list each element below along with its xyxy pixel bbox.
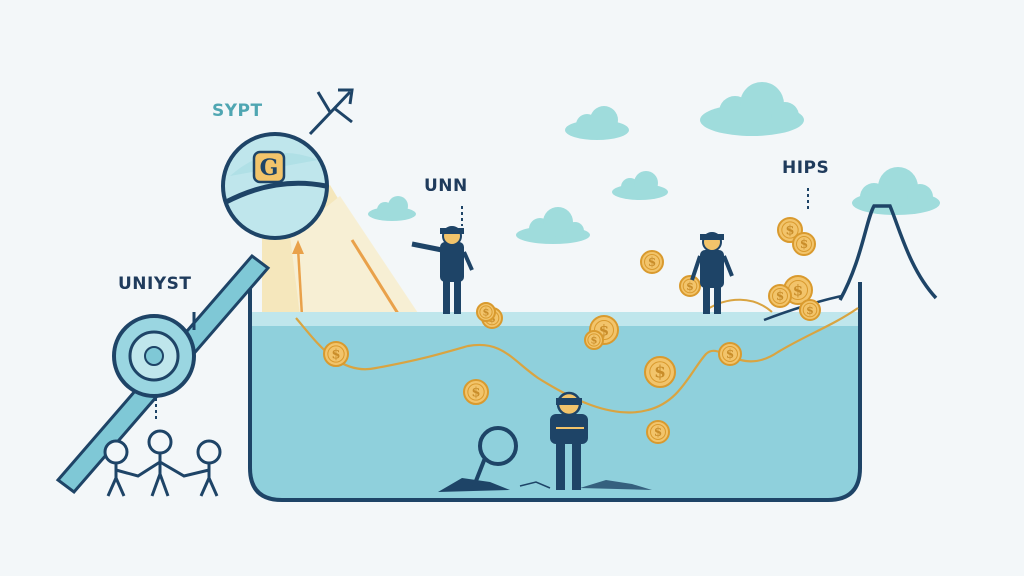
coin-9: $ (679, 275, 701, 297)
person-standing-right (690, 232, 734, 314)
cloud-middle (612, 171, 668, 200)
coin-15: $ (476, 302, 496, 322)
label-unn: UNN (424, 176, 468, 196)
coin-1: $ (323, 341, 349, 367)
cloud-large-top-right (700, 82, 804, 136)
arrow-sprout-icon (308, 88, 354, 136)
coin-7: $ (718, 342, 742, 366)
coin-glyph: $ (654, 425, 662, 439)
coin-glyph: $ (654, 363, 666, 383)
water-tank (248, 282, 862, 502)
coin-trail-branch (705, 298, 773, 313)
coin-glyph: $ (599, 321, 609, 339)
coin-8: $ (640, 250, 664, 274)
cloud-right (852, 167, 940, 215)
magnifier-icon (472, 426, 518, 487)
stick-people-group (103, 429, 222, 497)
label-unyst: UNIYST (118, 274, 192, 294)
coin-glyph: $ (471, 386, 480, 401)
person-with-telescope (411, 226, 474, 314)
coin-glyph: $ (591, 335, 598, 346)
coins: $$$$$$$$$$$$$$$$ (323, 217, 821, 444)
label-sypt: SYPT (212, 101, 263, 121)
coin-11: $ (792, 232, 816, 256)
coin-glyph: $ (331, 348, 340, 363)
pipe-machine (55, 253, 271, 495)
label-hips: HIPS (782, 158, 830, 178)
cloud-center (516, 207, 590, 244)
coin-glyph: $ (785, 224, 794, 239)
cloud-top-middle (565, 106, 629, 140)
coin-glyph: $ (726, 347, 734, 361)
coin-16: $ (584, 330, 604, 350)
cloud-left (368, 196, 416, 221)
coin-glyph: $ (483, 307, 490, 318)
beam-arrow-head (292, 240, 304, 254)
coin-2: $ (463, 379, 489, 405)
coin-glyph: $ (806, 304, 814, 317)
coin-glyph: $ (793, 281, 803, 299)
clouds (368, 82, 940, 244)
coin-6: $ (646, 420, 670, 444)
lens-glyph: G (260, 155, 279, 181)
diver-figure (550, 391, 588, 490)
right-tube (838, 204, 938, 301)
coin-5: $ (644, 356, 676, 388)
beam-arrow-line (350, 239, 404, 321)
coin-glyph: $ (776, 289, 784, 303)
coin-glyph: $ (800, 237, 808, 251)
coin-trail (295, 307, 859, 414)
coin-14: $ (768, 284, 792, 308)
beam-arrow-left (296, 247, 304, 317)
coin-glyph: $ (686, 280, 694, 293)
coin-glyph: $ (648, 255, 656, 269)
coin-13: $ (799, 299, 821, 321)
lens-icon: G (221, 132, 329, 240)
